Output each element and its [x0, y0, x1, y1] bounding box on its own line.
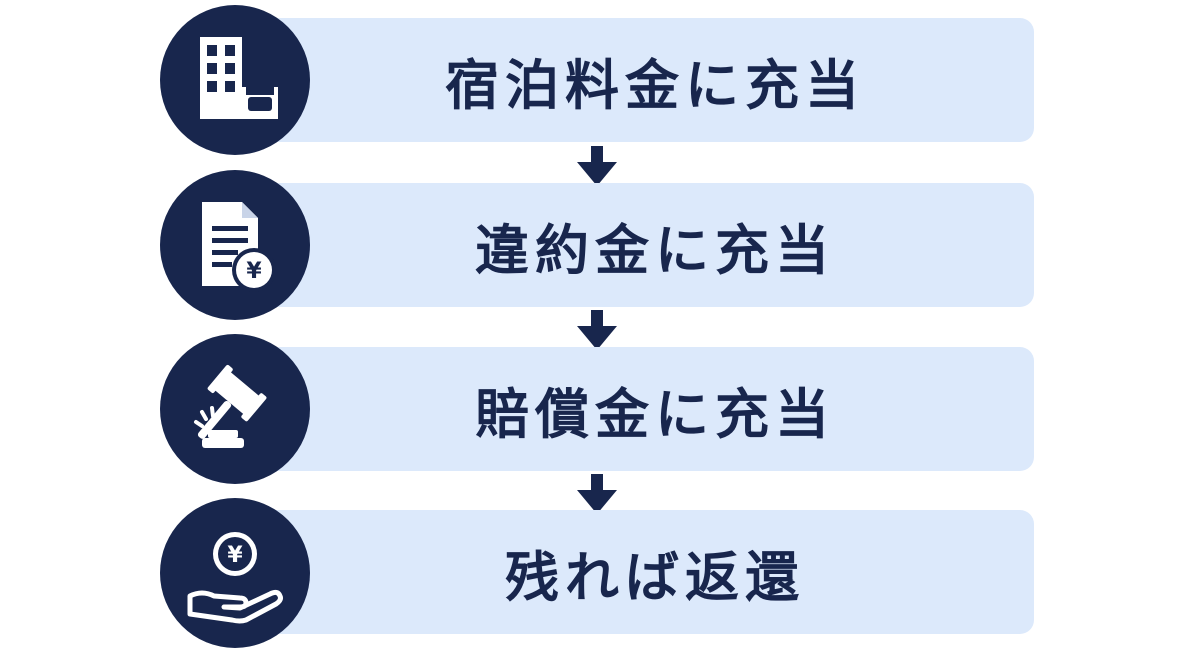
step-3-bar: 賠償金に充当: [240, 347, 1034, 471]
yen-glyph: ¥: [227, 543, 243, 568]
yen-glyph: ¥: [246, 259, 262, 284]
step-3-label: 賠償金に充当: [475, 382, 835, 446]
hotel-bed-icon: [160, 5, 310, 155]
hand-yen-coin-icon: ¥: [160, 498, 310, 648]
gavel-icon: [160, 334, 310, 484]
document-yen-icon: ¥: [160, 170, 310, 320]
arrow-down-icon: [577, 310, 617, 350]
step-2-bar: 違約金に充当: [240, 183, 1034, 307]
step-4-label: 残れば返還: [505, 545, 805, 609]
step-1-label: 宿泊料金に充当: [445, 53, 865, 117]
arrow-down-icon: [577, 474, 617, 514]
arrow-down-icon: [577, 146, 617, 186]
step-4-bar: 残れば返還: [240, 510, 1034, 634]
step-1-bar: 宿泊料金に充当: [240, 18, 1034, 142]
step-2-label: 違約金に充当: [475, 218, 835, 282]
